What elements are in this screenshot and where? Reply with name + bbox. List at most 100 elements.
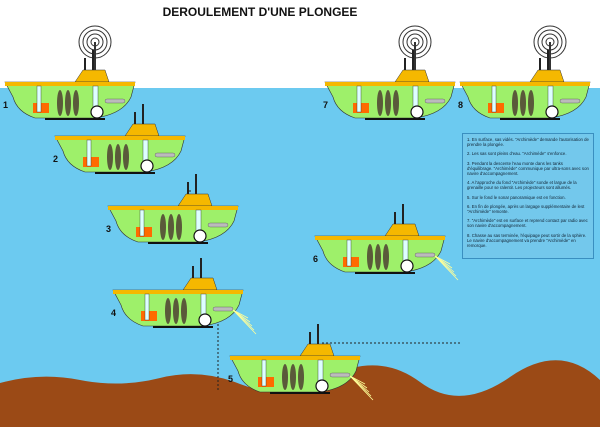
projector [424,98,446,104]
keel [45,118,105,120]
crew-sphere [193,229,207,243]
keel [500,118,560,120]
conning-tower [74,69,110,83]
crew-sphere [400,259,414,273]
legend-item: 3. Pendant la descente l'eau monte dans … [467,160,589,177]
gasoline-tank [520,90,526,116]
gasoline-tank [73,90,79,116]
gasoline-tank [377,90,383,116]
gasoline-tank [282,364,288,390]
gasoline-tank [367,244,373,270]
light-ray [232,309,257,335]
deck [55,136,185,140]
deck [460,82,590,86]
gasoline-tank [173,298,179,324]
gasoline-tank [383,244,389,270]
gasoline-tank [375,244,381,270]
gasoline-tank [168,214,174,240]
crew-sphere [545,105,559,119]
gasoline-tank [165,298,171,324]
deck [325,82,455,86]
keel [153,326,213,328]
radio-antenna-icon [78,25,112,70]
gasoline-tank [115,144,121,170]
submarine-stage: 7 [323,25,456,120]
hatch-shaft [195,209,202,233]
gasoline-tank [123,144,129,170]
deck [113,290,243,294]
access-shaft [86,139,92,167]
submarine-stage: 2 [53,104,186,174]
projector [154,152,176,158]
hatch-shaft [142,139,149,163]
deck [315,236,445,240]
stage-number: 5 [228,374,233,384]
gasoline-tank [290,364,296,390]
stage-number: 6 [313,254,318,264]
access-shaft [491,85,497,113]
keel [95,172,155,174]
submarine-stage: 4 [111,258,257,335]
legend-item: 5. Sur le fond le sonar panoramique est … [467,194,566,200]
gasoline-tank [385,90,391,116]
diagram-title: DEROULEMENT D'UNE PLONGEE [162,5,358,19]
keel [148,242,208,244]
crew-sphere [410,105,424,119]
radio-antenna-icon [398,25,432,70]
light-ray [349,375,374,401]
legend-item: 8. Chasse au sas terminée, l'équipage pe… [467,232,587,249]
legend-box: 1. En surface, sas vidés. "Archimède" de… [462,133,594,259]
light-beam-icon [434,255,459,281]
legend-item: 4. A l'approche du fond "Archimède" sond… [467,180,577,191]
projector [212,306,234,312]
gasoline-tank [528,90,534,116]
hatch-shaft [402,239,409,263]
radio-antenna-icon [533,25,567,70]
keel [270,392,330,394]
access-shaft [144,293,150,321]
stage-number: 2 [53,154,58,164]
access-shaft [36,85,42,113]
stage-number: 4 [111,308,116,318]
stage-number: 7 [323,100,328,110]
access-shaft [139,209,145,237]
light-beam-icon [232,309,257,335]
stage-number: 3 [106,224,111,234]
stage-number: 8 [458,100,463,110]
gasoline-tank [57,90,63,116]
gasoline-tank [512,90,518,116]
hatch-shaft [317,359,324,383]
crew-sphere [140,159,154,173]
gasoline-tank [107,144,113,170]
projector [414,252,436,258]
conning-tower [529,69,565,83]
conning-tower [394,69,430,83]
legend-item: 7. "Archimède" est en surface et reprend… [467,218,588,229]
keel [365,118,425,120]
light-beam-icon [349,375,374,401]
access-shaft [346,239,352,267]
projector [329,372,351,378]
gasoline-tank [298,364,304,390]
hatch-shaft [547,85,554,109]
crew-sphere [198,313,212,327]
gasoline-tank [181,298,187,324]
crew-sphere [90,105,104,119]
legend-item: 1. En surface, sas vidés. "Archimède" de… [467,137,589,148]
crew-sphere [315,379,329,393]
gasoline-tank [65,90,71,116]
projector [559,98,581,104]
hatch-shaft [92,85,99,109]
stage-number: 1 [3,100,8,110]
deck [5,82,135,86]
light-ray [434,255,459,281]
hatch-shaft [200,293,207,317]
legend-item: 2. Les sas sont pleins d'eau. "Archimède… [467,151,567,157]
hatch-shaft [412,85,419,109]
projector [207,222,229,228]
submarine-stage: 1 [3,25,136,120]
gasoline-tank [176,214,182,240]
access-shaft [356,85,362,113]
legend-item: 6. En fin de plongée, après un largage s… [467,203,585,215]
